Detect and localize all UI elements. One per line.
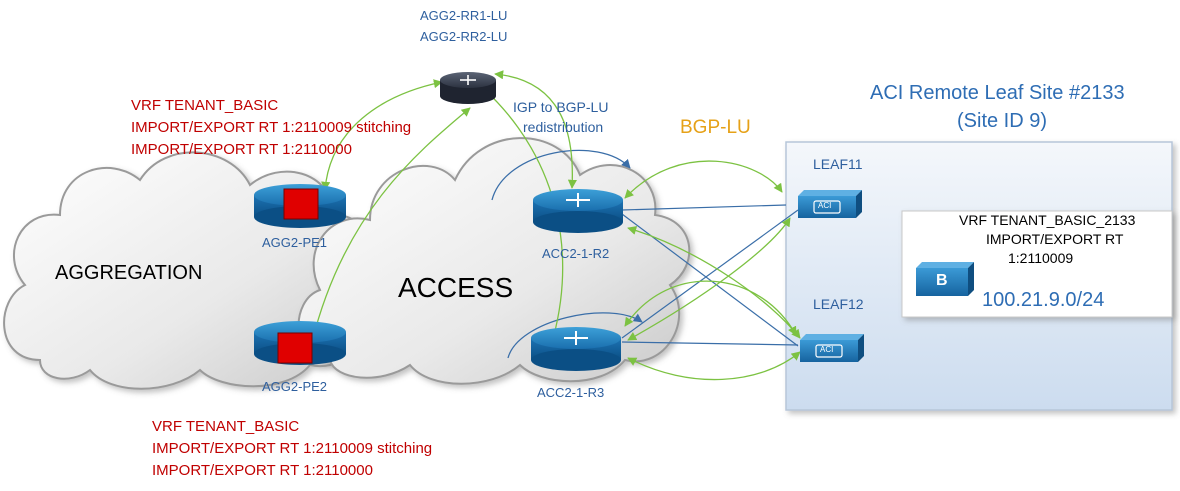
vrf-top-line-3: IMPORT/EXPORT RT 1:2110000 [131, 141, 352, 158]
rr1-label: AGG2-RR1-LU [420, 8, 508, 23]
leaf11-aci-badge: ACI [818, 201, 832, 210]
vrf-bottom-line-2: IMPORT/EXPORT RT 1:2110009 stitching [152, 440, 433, 457]
site-title-1: ACI Remote Leaf Site #2133 [870, 82, 1125, 104]
pe2-label: AGG2-PE2 [262, 379, 328, 394]
leaf12-switch[interactable] [800, 334, 864, 362]
vrf-top-line-2: IMPORT/EXPORT RT 1:2110009 stitching [131, 119, 412, 136]
vrf-bottom-line-1: VRF TENANT_BASIC [152, 418, 300, 435]
leaf11-label: LEAF11 [813, 156, 863, 172]
leaf12-label: LEAF12 [813, 296, 864, 312]
access-cloud [297, 137, 691, 385]
site-title-2: (Site ID 9) [957, 110, 1048, 132]
route-reflector [440, 72, 496, 104]
router-agg2-pe1[interactable] [254, 184, 346, 228]
site-vrf-line-3: 1:2110009 [1008, 250, 1074, 266]
r2-label: ACC2-1-R2 [542, 246, 610, 261]
site-vrf-line-2: IMPORT/EXPORT RT [986, 231, 1124, 247]
aggregation-cloud-label: AGGREGATION [55, 262, 203, 284]
pe1-label: AGG2-PE1 [262, 235, 328, 250]
router-acc2-1-r2[interactable] [533, 189, 623, 233]
bgp-lu-label: BGP-LU [680, 117, 751, 138]
r3-label: ACC2-1-R3 [537, 385, 605, 400]
rr2-label: AGG2-RR2-LU [420, 29, 508, 44]
bridge-domain-icon [916, 262, 974, 296]
router-agg2-pe2[interactable] [254, 321, 346, 365]
redistribution-label-2: redistribution [523, 119, 604, 135]
vrf-top-line-1: VRF TENANT_BASIC [131, 97, 279, 114]
router-acc2-1-r3[interactable] [531, 327, 621, 371]
site-vrf-line-1: VRF TENANT_BASIC_2133 [959, 212, 1136, 228]
leaf11-switch[interactable] [798, 190, 862, 218]
leaf12-aci-badge: ACI [820, 345, 834, 354]
access-cloud-label: ACCESS [398, 272, 514, 303]
bgp-lu-sessions [309, 70, 801, 381]
subnet-label: 100.21.9.0/24 [982, 289, 1105, 311]
redistribution-label-1: IGP to BGP-LU [513, 99, 609, 115]
vrf-bottom-line-3: IMPORT/EXPORT RT 1:2110000 [152, 462, 373, 479]
bridge-domain-badge: B [936, 272, 948, 289]
